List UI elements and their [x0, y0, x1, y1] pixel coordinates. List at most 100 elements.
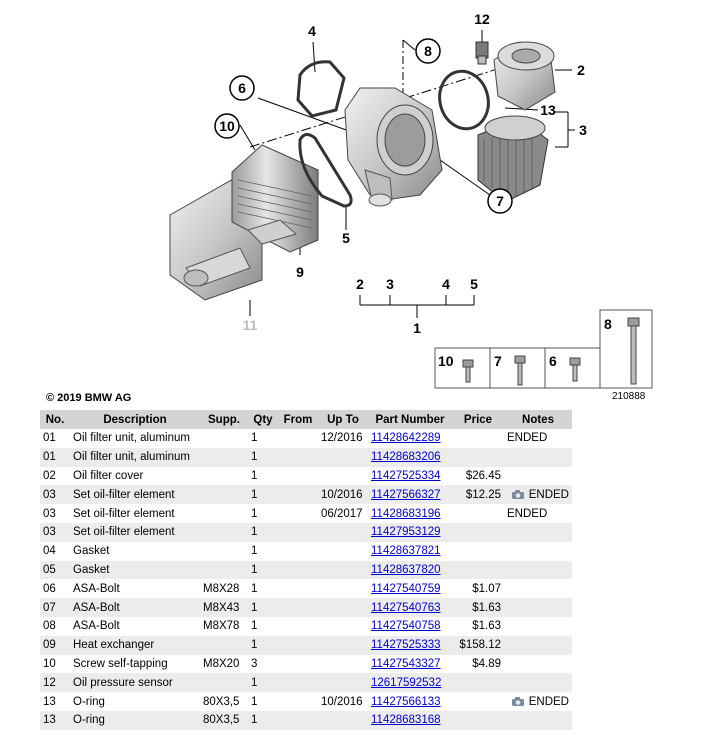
cell-supp: M8X78 — [203, 620, 240, 633]
cell-supp: M8X43 — [200, 598, 248, 617]
part-number-link[interactable]: 11427566133 — [371, 695, 441, 708]
cell-qty: 1 — [248, 710, 278, 730]
cell-up-to — [318, 598, 368, 617]
oil-pressure-sensor-illustration — [475, 41, 489, 65]
part-number-link[interactable]: 11427953129 — [371, 526, 441, 539]
hardware-label-7: 7 — [494, 353, 502, 369]
cell-price — [452, 673, 504, 693]
part-number-link[interactable]: 11427525333 — [371, 639, 441, 652]
notes-text: ENDED — [528, 695, 569, 708]
hardware-labels: 10 7 6 8 — [438, 316, 612, 369]
cell-qty: 3 — [251, 657, 258, 670]
callout-labels: 12 4 8 2 6 13 3 10 7 5 9 11 1 2 3 4 5 — [214, 11, 587, 336]
cell-up-to — [318, 447, 368, 467]
header-supp: Supp. — [200, 410, 248, 429]
cell-price — [452, 522, 504, 542]
cell-qty: 1 — [251, 545, 258, 558]
cell-part-number: 11428637820 — [368, 560, 452, 580]
cell-price: $4.89 — [472, 657, 501, 670]
cell-qty: 1 — [251, 695, 258, 708]
leader-lines — [239, 30, 575, 318]
cell-no: 07 — [40, 598, 70, 617]
oil-filter-element-illustration — [477, 115, 549, 203]
notes-text: ENDED — [507, 507, 548, 520]
copyright-notice: © 2019 BMW AG — [46, 392, 132, 404]
part-number-link[interactable]: 11428683168 — [371, 714, 441, 727]
header-no: No. — [40, 410, 70, 429]
part-number-link[interactable]: 11427566327 — [371, 488, 441, 501]
camera-icon[interactable] — [511, 696, 525, 707]
cell-supp — [200, 447, 248, 467]
part-number-link[interactable]: 11428637821 — [371, 545, 441, 558]
image-number: 210888 — [612, 391, 646, 400]
callout-2: 2 — [577, 62, 585, 78]
hardware-legend — [434, 309, 653, 389]
cell-part-number: 11427525333 — [368, 635, 452, 655]
cell-up-to: 10/2016 — [318, 485, 368, 505]
cell-from — [278, 485, 318, 505]
cell-supp — [200, 522, 248, 542]
part-number-link[interactable]: 11427540763 — [371, 601, 441, 614]
cell-supp: 80X3,5 — [203, 695, 240, 708]
part-number-link[interactable]: 11428637820 — [371, 563, 441, 576]
cell-price: $1.63 — [452, 598, 504, 617]
callout-sub-2: 2 — [356, 276, 364, 292]
cell-up-to: 10/2016 — [321, 695, 363, 708]
callout-sub-4: 4 — [442, 276, 450, 292]
cell-from — [278, 447, 318, 467]
cell-price — [452, 710, 504, 730]
callout-7-circle: 7 — [487, 188, 513, 214]
cell-no: 10 — [43, 657, 56, 670]
cell-part-number: 11427953129 — [368, 522, 452, 542]
parts-diagram: 12 4 8 2 6 13 3 10 7 5 9 11 1 2 3 4 5 — [169, 11, 653, 400]
cell-supp: M8X28 — [203, 582, 240, 595]
header-qty: Qty — [248, 410, 278, 429]
cell-from — [278, 673, 318, 693]
header-up-to: Up To — [318, 410, 368, 429]
part-number-link[interactable]: 11427540759 — [371, 582, 441, 595]
part-number-link[interactable]: 11428683196 — [371, 507, 441, 520]
part-number-link[interactable]: 11428683206 — [371, 451, 441, 464]
cell-no: 04 — [43, 545, 56, 558]
cell-part-number: 11428637821 — [368, 542, 452, 561]
cell-supp — [200, 542, 248, 561]
cell-qty: 1 — [248, 598, 278, 617]
cell-description: O-ring — [70, 710, 200, 730]
callout-8-circle: 8 — [415, 38, 441, 64]
cell-notes — [504, 673, 572, 693]
cell-from — [278, 429, 318, 448]
part-number-link[interactable]: 11427525334 — [371, 469, 441, 482]
cell-part-number: 11427540763 — [368, 598, 452, 617]
cell-part-number: 11428642289 — [368, 429, 452, 448]
cell-from — [278, 542, 318, 561]
callout-13: 13 — [540, 102, 556, 118]
cell-description: Gasket — [70, 560, 200, 580]
cell-supp — [200, 635, 248, 655]
callout-1: 1 — [413, 320, 421, 336]
part-number-link[interactable]: 12617592532 — [371, 676, 442, 689]
part-number-link[interactable]: 11427540758 — [371, 620, 441, 633]
o-ring-illustration — [438, 69, 490, 131]
callout-6-circle: 6 — [229, 75, 255, 101]
cell-from — [278, 692, 318, 711]
cell-up-to — [318, 710, 368, 730]
cell-price: $26.45 — [465, 469, 501, 482]
cell-notes — [504, 598, 572, 617]
gasket-5-illustration — [298, 133, 353, 208]
cell-no: 03 — [40, 485, 70, 505]
callout-7: 7 — [496, 193, 504, 209]
cell-price: $12.25 — [452, 485, 504, 505]
cell-from — [278, 598, 318, 617]
part-number-link[interactable]: 11428642289 — [371, 432, 441, 445]
part-number-link[interactable]: 11427543327 — [371, 657, 441, 670]
header-part-number: Part Number — [368, 410, 452, 429]
cell-part-number: 12617592532 — [368, 673, 452, 693]
cell-description: Screw self-tapping — [73, 657, 168, 670]
camera-icon[interactable] — [511, 489, 525, 500]
cell-up-to — [318, 522, 368, 542]
